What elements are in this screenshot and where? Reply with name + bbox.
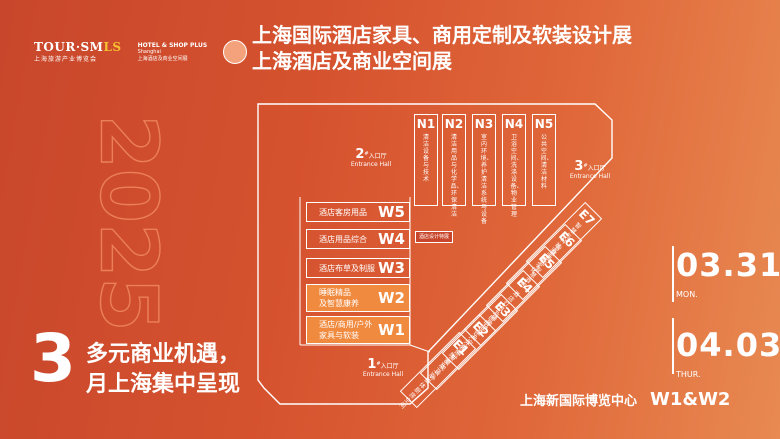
title-line-2: 上海酒店及商业空间展 xyxy=(252,49,452,73)
end-date: 04.03 xyxy=(676,326,780,364)
tourism-expo-logo: TOUR·SMLS 上海旅游产业博览会 xyxy=(34,40,122,63)
venue-name: 上海新国际博览中心 xyxy=(520,394,638,409)
svg-text:2025: 2025 xyxy=(83,114,168,331)
date-connector-2 xyxy=(672,318,674,374)
start-date: 03.31 xyxy=(676,246,780,284)
slogan-number: 3 xyxy=(30,320,76,397)
exhibition-title: 上海国际酒店家具、商用定制及软装设计展 上海酒店及商业空间展 xyxy=(252,22,632,74)
logo-group: TOUR·SMLS 上海旅游产业博览会 HOTEL & SHOP PLUS Sh… xyxy=(34,34,248,70)
start-day: MON. xyxy=(676,290,698,299)
slogan-line-2: 月上海集中呈现 xyxy=(86,372,241,397)
end-day: THUR. xyxy=(676,370,701,379)
hotel-shop-plus-logo: HOTEL & SHOP PLUS Shanghai 上海酒店及商业空间展 xyxy=(137,41,208,62)
date-connector xyxy=(672,246,674,302)
year-watermark: 2025 xyxy=(82,114,168,332)
venue-halls: W1&W2 xyxy=(650,389,731,410)
slogan-line-1: 多元商业机遇， xyxy=(86,342,241,367)
title-line-1: 上海国际酒店家具、商用定制及软装设计展 xyxy=(252,23,632,47)
round-emblem-icon xyxy=(223,40,248,64)
entrance-hall-1: 1#入口厅 Entrance Hall xyxy=(362,357,404,378)
entrance-hall-3: 3#入口厅 Entrance Hall xyxy=(569,159,611,180)
entrance-hall-2: 2#入口厅 Entrance Hall xyxy=(350,147,392,168)
hotel-design-badge: 酒店设计特展 xyxy=(415,231,454,243)
